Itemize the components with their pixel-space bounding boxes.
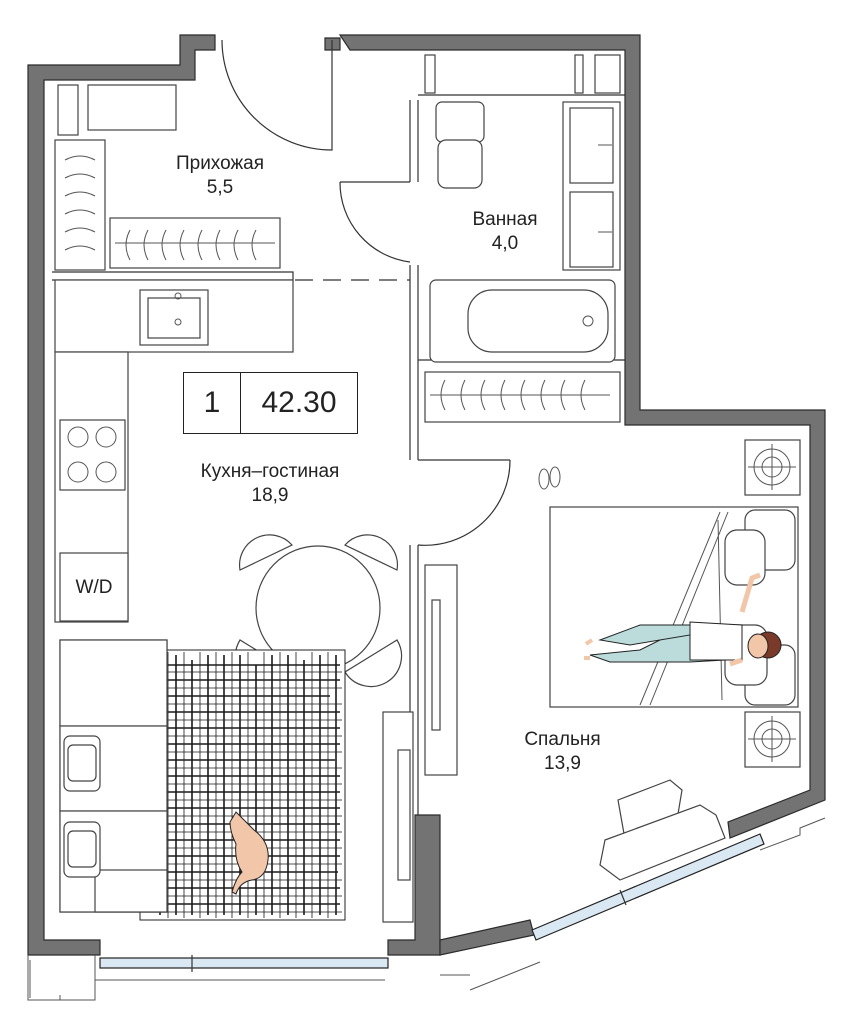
sofa <box>59 639 168 913</box>
room-label-bathroom: Ванная 4,0 <box>440 208 570 256</box>
windows <box>27 817 826 1001</box>
room-label-bedroom: Спальня 13,9 <box>500 728 625 776</box>
room-name: Прихожая <box>175 153 265 174</box>
room-area: 18,9 <box>251 485 289 506</box>
rug <box>139 649 346 921</box>
cat <box>229 811 269 895</box>
room-count: 1 <box>184 373 241 433</box>
window-bedroom <box>531 833 765 941</box>
room-name: Спальня <box>524 729 601 750</box>
kitchen-fixtures <box>54 279 294 623</box>
room-area: 4,0 <box>491 233 519 254</box>
hallway-furniture <box>54 84 281 271</box>
apartment-summary-badge: 1 42.30 <box>183 372 358 434</box>
room-name: Кухня–гостиная <box>200 461 340 482</box>
dining-set <box>234 534 403 688</box>
living-cabinets <box>382 711 414 923</box>
room-name: Ванная <box>472 209 538 230</box>
washer-dryer-label: W/D <box>75 577 113 598</box>
total-area: 42.30 <box>261 386 337 419</box>
room-label-hallway: Прихожая 5,5 <box>150 152 290 200</box>
window-bottom <box>99 957 389 969</box>
room-area: 5,5 <box>206 177 234 198</box>
room-label-kitchen-living: Кухня–гостиная 18,9 <box>165 460 375 508</box>
room-area: 13,9 <box>544 753 581 774</box>
bathroom-fixtures <box>424 54 621 423</box>
bedroom-furniture <box>424 439 801 881</box>
doors <box>221 39 511 546</box>
